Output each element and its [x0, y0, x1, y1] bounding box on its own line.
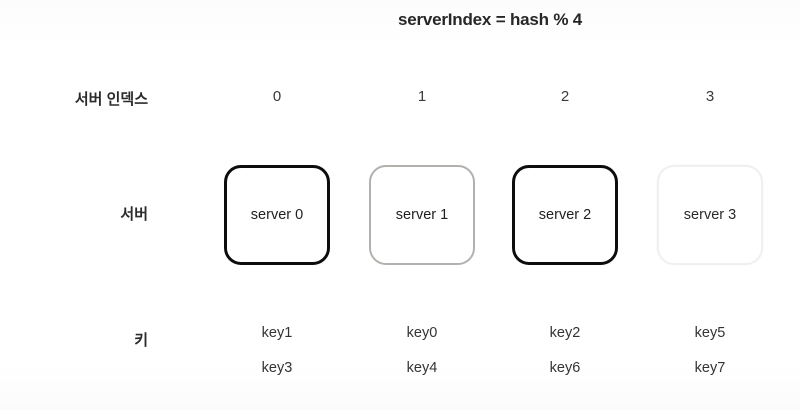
server-box-1[interactable]: server 1	[369, 165, 475, 265]
server-box-label-3: server 3	[683, 207, 737, 223]
server-box-label-2: server 2	[538, 207, 592, 223]
server-cell-2: server 2	[500, 165, 630, 275]
row-label-key: 키	[134, 332, 148, 349]
server-cell-1: server 1	[357, 165, 487, 275]
server-box-label-1: server 1	[395, 207, 449, 223]
row-label-server-index: 서버 인덱스	[74, 91, 148, 108]
server-box-3[interactable]: server 3	[657, 165, 763, 265]
key-value-3-1: key7	[694, 360, 726, 376]
key-value-0-1: key3	[261, 360, 293, 376]
key-value-1-0: key0	[406, 325, 438, 341]
key-value-3-0: key5	[694, 325, 726, 341]
formula-title: serverIndex = hash % 4	[397, 10, 583, 29]
key-value-2-1: key6	[549, 360, 581, 376]
row-label-server: 서버	[120, 206, 148, 223]
server-box-label-0: server 0	[250, 207, 304, 223]
server-cell-0: server 0	[212, 165, 342, 275]
key-value-1-1: key4	[406, 360, 438, 376]
key-value-2-0: key2	[549, 325, 581, 341]
server-index-value-1: 1	[417, 88, 427, 105]
server-index-value-0: 0	[272, 88, 282, 105]
server-box-0[interactable]: server 0	[224, 165, 330, 265]
key-value-0-0: key1	[261, 325, 293, 341]
server-cell-3: server 3	[645, 165, 775, 275]
server-index-value-2: 2	[560, 88, 570, 105]
server-index-value-3: 3	[705, 88, 715, 105]
server-box-2[interactable]: server 2	[512, 165, 618, 265]
